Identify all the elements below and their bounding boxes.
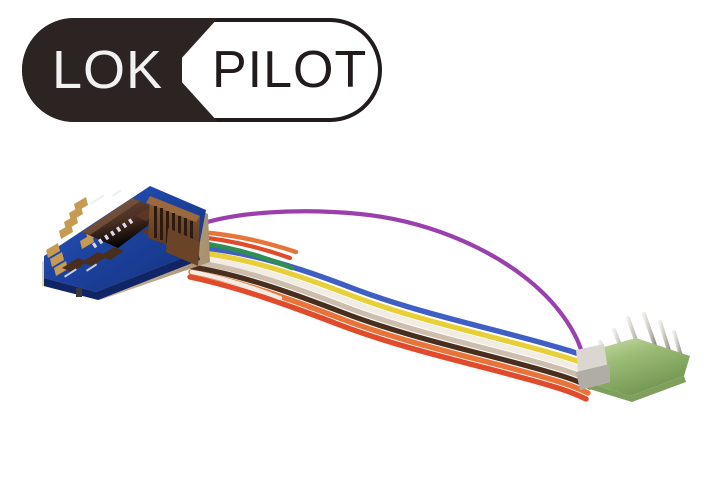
- wire-white: [191, 254, 597, 378]
- logo-word-lok: LOK: [52, 40, 164, 100]
- pin-header-top: [146, 196, 200, 222]
- board-standoff: [76, 288, 82, 297]
- wire-purple: [195, 209, 587, 375]
- wire-brown: [189, 264, 593, 390]
- connector-ferrule-shade: [576, 364, 610, 390]
- silkscreen-marks: [64, 189, 122, 278]
- pin-header-side-block: [166, 228, 200, 266]
- wire-gray: [190, 259, 595, 384]
- smd-component-c: [62, 258, 88, 272]
- chip-legs: [91, 218, 134, 249]
- logo-word-pilot: PILOT: [212, 41, 368, 99]
- nem652-connector: [576, 312, 690, 402]
- wire-orange: [188, 269, 591, 396]
- wire-white-upper: [189, 269, 283, 301]
- smd-component-e: [100, 247, 124, 260]
- pin-header-pins: [154, 206, 193, 253]
- wire-yellow: [192, 249, 599, 372]
- connector-pcb-edge: [586, 376, 686, 402]
- logo-dark-pill: [22, 18, 182, 122]
- wire-red: [187, 274, 589, 402]
- wire-harness: [187, 209, 601, 402]
- chip-top-bevel: [82, 198, 140, 235]
- lokpilot-logo: LOK PILOT: [22, 18, 382, 122]
- connector-pcb: [586, 338, 690, 396]
- decoder-board: [42, 186, 210, 300]
- board-side-face: [44, 252, 200, 300]
